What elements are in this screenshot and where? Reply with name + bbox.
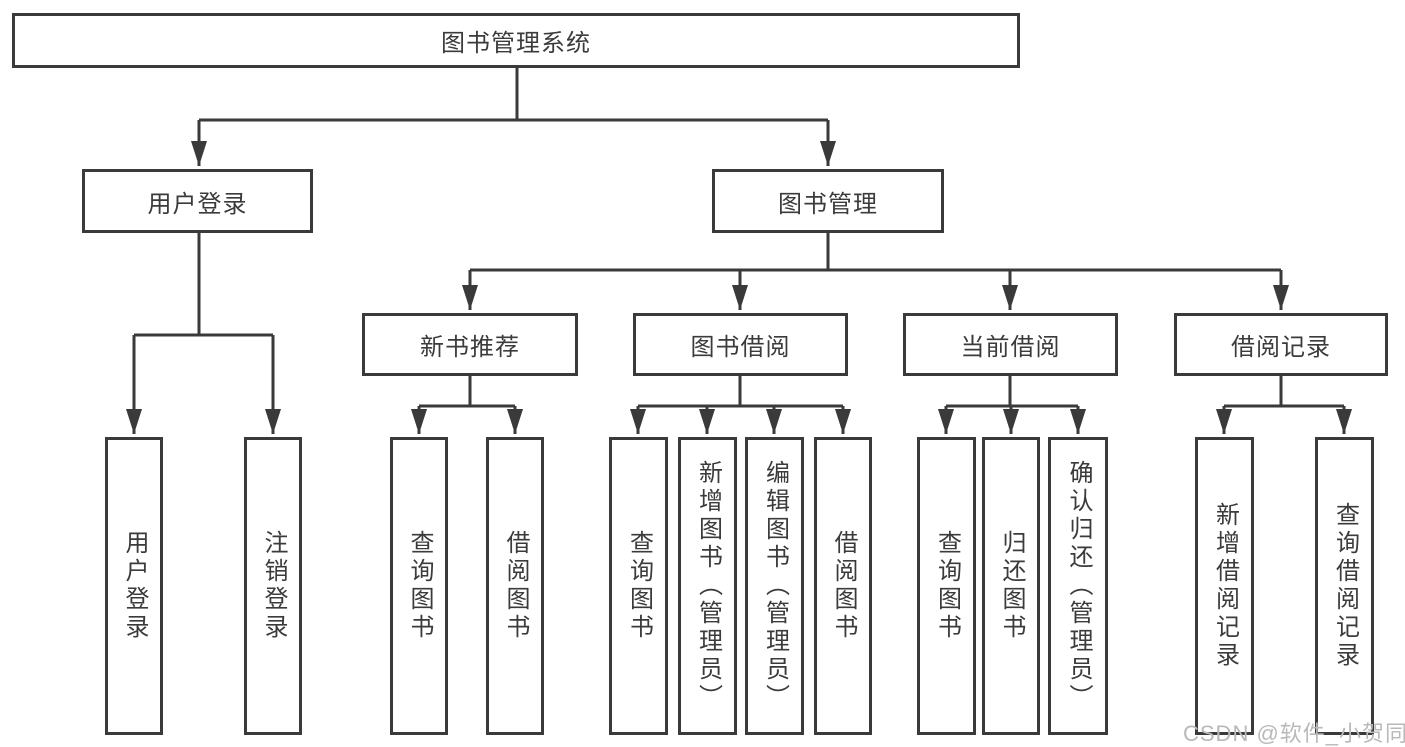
- node-book-borrow: 图书借阅: [633, 313, 848, 376]
- leaf-return-books: 归还图书: [982, 437, 1040, 735]
- node-borrow-records: 借阅记录: [1174, 313, 1388, 376]
- leaf-add-borrow-record: 新增借阅记录: [1195, 437, 1254, 735]
- node-label: 新书推荐: [420, 334, 520, 361]
- leaf-label: 查询图书: [406, 530, 433, 642]
- leaf-query-borrow-record: 查询借阅记录: [1315, 437, 1374, 735]
- node-book-management: 图书管理: [712, 169, 944, 233]
- node-user-login: 用户登录: [82, 169, 313, 233]
- leaf-label: 借阅图书: [502, 530, 529, 642]
- leaf-label: 查询借阅记录: [1331, 502, 1359, 670]
- leaf-label: 新增借阅记录: [1211, 502, 1239, 670]
- leaf-add-books-admin: 新增图书（管理员）: [678, 437, 737, 735]
- leaf-logout-login: 注销登录: [244, 437, 302, 735]
- node-current-borrow: 当前借阅: [903, 313, 1118, 376]
- csdn-watermark: CSDN @软件_小贺同学: [1183, 721, 1405, 746]
- leaf-query-books-borrow: 查询图书: [609, 437, 668, 735]
- leaf-label: 查询图书: [933, 530, 961, 642]
- leaf-borrow-books-recommend: 借阅图书: [486, 437, 544, 735]
- leaf-label: 新增图书（管理员）: [694, 460, 722, 712]
- node-label: 借阅记录: [1231, 334, 1331, 361]
- leaf-borrow-books: 借阅图书: [814, 437, 872, 735]
- node-label: 用户登录: [147, 190, 248, 218]
- node-label: 图书借阅: [690, 334, 791, 361]
- leaf-edit-books-admin: 编辑图书（管理员）: [745, 437, 804, 735]
- leaf-label: 编辑图书（管理员）: [761, 460, 789, 712]
- leaf-label: 用户登录: [121, 530, 148, 642]
- node-label: 当前借阅: [960, 334, 1061, 361]
- node-label: 图书管理系统: [441, 30, 591, 57]
- node-system-root: 图书管理系统: [12, 13, 1020, 68]
- node-new-book-recommend: 新书推荐: [362, 313, 578, 376]
- leaf-label: 注销登录: [260, 530, 287, 642]
- leaf-label: 借阅图书: [830, 530, 857, 642]
- leaf-user-login: 用户登录: [105, 437, 163, 735]
- leaf-label: 确认归还（管理员）: [1065, 460, 1092, 712]
- node-label: 图书管理: [778, 190, 878, 218]
- leaf-label: 归还图书: [998, 530, 1025, 642]
- leaf-confirm-return-admin: 确认归还（管理员）: [1048, 437, 1108, 735]
- leaf-query-books-current: 查询图书: [917, 437, 976, 735]
- leaf-query-books-recommend: 查询图书: [390, 437, 448, 735]
- leaf-label: 查询图书: [625, 530, 653, 642]
